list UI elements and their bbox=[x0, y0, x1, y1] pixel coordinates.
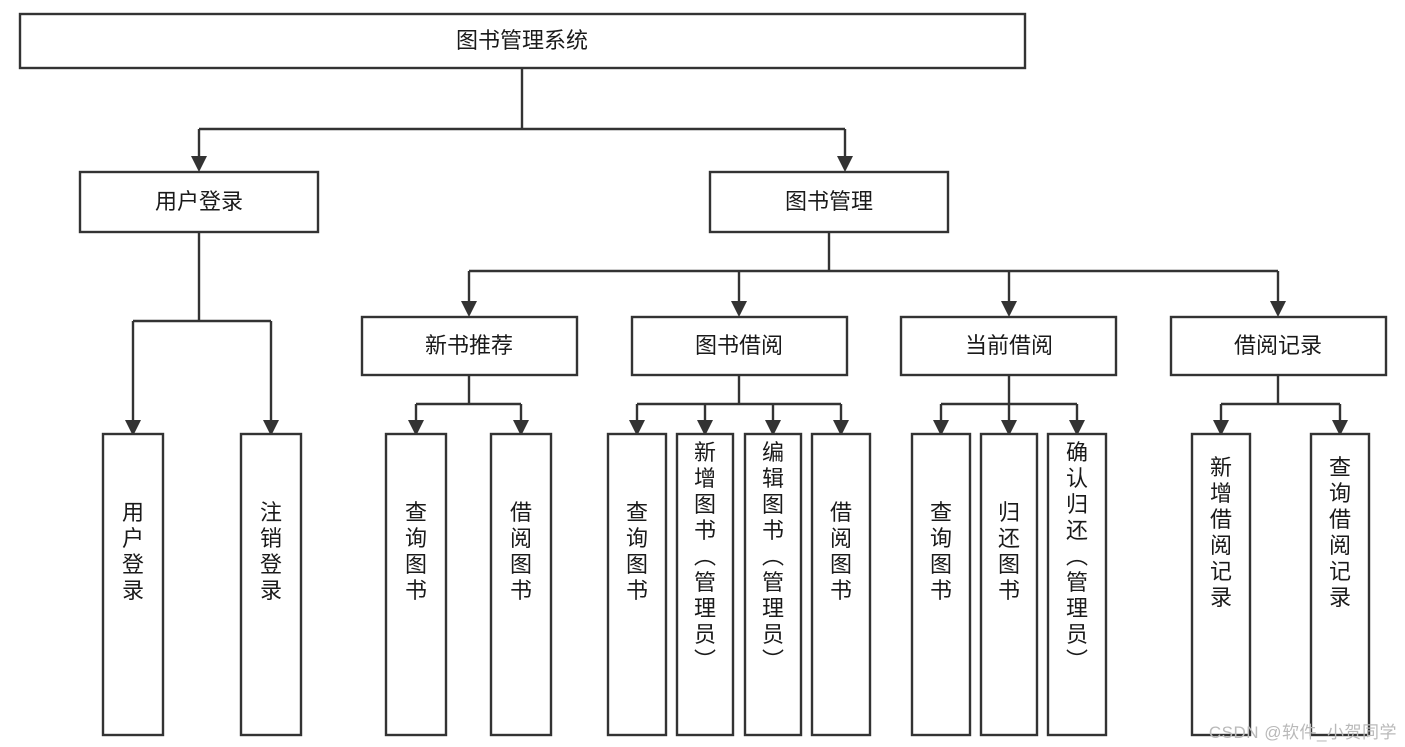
node-leaf-query-record-label: 查询借阅记录 bbox=[1329, 455, 1351, 610]
node-leaf-query-book-2[interactable]: 查询图书 bbox=[606, 432, 668, 737]
node-book-management[interactable]: 图书管理 bbox=[708, 170, 950, 234]
arrow-head-icon bbox=[629, 420, 645, 436]
node-leaf-user-logout[interactable]: 注销登录 bbox=[239, 432, 303, 737]
node-leaf-user-login-label: 用户登录 bbox=[122, 500, 144, 603]
node-leaf-edit-book[interactable]: 编辑图书︵管理员︶ bbox=[743, 432, 803, 737]
arrow-head-icon bbox=[697, 420, 713, 436]
node-leaf-query-record[interactable]: 查询借阅记录 bbox=[1309, 432, 1371, 737]
connectors-borrow-record-to-leaves bbox=[1213, 375, 1348, 436]
arrow-head-icon bbox=[408, 420, 424, 436]
csdn-watermark: CSDN @软件_小贺同学 bbox=[1208, 723, 1397, 742]
node-new-book-recommend[interactable]: 新书推荐 bbox=[360, 315, 579, 377]
node-leaf-borrow-book-1-label: 借阅图书 bbox=[510, 500, 532, 603]
node-leaf-borrow-book-1[interactable]: 借阅图书 bbox=[489, 432, 553, 737]
node-current-borrow-label: 当前借阅 bbox=[965, 333, 1053, 358]
node-leaf-add-book[interactable]: 新增图书︵管理员︶ bbox=[675, 432, 735, 737]
arrow-head-icon bbox=[765, 420, 781, 436]
node-leaf-borrow-book-2-label: 借阅图书 bbox=[830, 500, 852, 603]
arrow-head-icon bbox=[1001, 420, 1017, 436]
node-book-management-label: 图书管理 bbox=[785, 189, 873, 214]
node-leaf-edit-book-label: 编辑图书︵管理员︶ bbox=[762, 440, 784, 673]
node-leaf-borrow-book-2[interactable]: 借阅图书 bbox=[810, 432, 872, 737]
arrow-head-icon bbox=[191, 156, 207, 172]
arrow-head-icon bbox=[837, 156, 853, 172]
arrow-head-icon bbox=[933, 420, 949, 436]
node-leaf-query-book-1-label: 查询图书 bbox=[405, 500, 427, 603]
node-leaf-add-record-label: 新增借阅记录 bbox=[1210, 455, 1232, 610]
node-leaf-query-book-2-label: 查询图书 bbox=[626, 500, 648, 603]
connectors-current-borrow-to-leaves bbox=[933, 375, 1085, 436]
arrow-head-icon bbox=[731, 301, 747, 317]
connectors-book-borrow-to-leaves bbox=[629, 375, 849, 436]
arrow-head-icon bbox=[125, 420, 141, 436]
node-leaf-query-book-3-label: 查询图书 bbox=[930, 500, 952, 603]
arrow-head-icon bbox=[263, 420, 279, 436]
connectors-root-to-level2 bbox=[191, 68, 853, 172]
node-book-borrow[interactable]: 图书借阅 bbox=[630, 315, 849, 377]
node-user-login[interactable]: 用户登录 bbox=[78, 170, 320, 234]
node-root[interactable]: 图书管理系统 bbox=[18, 12, 1027, 70]
node-leaf-user-login[interactable]: 用户登录 bbox=[101, 432, 165, 737]
node-user-login-label: 用户登录 bbox=[155, 189, 243, 214]
node-leaf-confirm-return-label: 确认归还︵管理员︶ bbox=[1066, 440, 1088, 673]
arrow-head-icon bbox=[833, 420, 849, 436]
node-current-borrow[interactable]: 当前借阅 bbox=[899, 315, 1118, 377]
connectors-book-management-to-level3 bbox=[461, 232, 1286, 317]
node-new-book-recommend-label: 新书推荐 bbox=[425, 333, 513, 358]
node-leaf-user-logout-label: 注销登录 bbox=[260, 500, 282, 603]
connectors-new-book-recommend-to-leaves bbox=[408, 375, 529, 436]
node-leaf-return-book-label: 归还图书 bbox=[998, 500, 1020, 603]
node-root-label: 图书管理系统 bbox=[456, 28, 588, 53]
arrow-head-icon bbox=[1270, 301, 1286, 317]
arrow-head-icon bbox=[1332, 420, 1348, 436]
node-book-borrow-label: 图书借阅 bbox=[695, 333, 783, 358]
connectors-user-login-to-leaves bbox=[125, 232, 279, 436]
node-leaf-return-book[interactable]: 归还图书 bbox=[979, 432, 1039, 737]
arrow-head-icon bbox=[1069, 420, 1085, 436]
arrow-head-icon bbox=[1213, 420, 1229, 436]
node-borrow-record-label: 借阅记录 bbox=[1234, 333, 1322, 358]
node-leaf-query-book-3[interactable]: 查询图书 bbox=[910, 432, 972, 737]
node-leaf-add-book-label: 新增图书︵管理员︶ bbox=[694, 440, 716, 673]
node-leaf-query-book-1[interactable]: 查询图书 bbox=[384, 432, 448, 737]
node-leaf-confirm-return[interactable]: 确认归还︵管理员︶ bbox=[1046, 432, 1108, 737]
arrow-head-icon bbox=[513, 420, 529, 436]
arrow-head-icon bbox=[461, 301, 477, 317]
arrow-head-icon bbox=[1001, 301, 1017, 317]
node-borrow-record[interactable]: 借阅记录 bbox=[1169, 315, 1388, 377]
node-leaf-add-record[interactable]: 新增借阅记录 bbox=[1190, 432, 1252, 737]
